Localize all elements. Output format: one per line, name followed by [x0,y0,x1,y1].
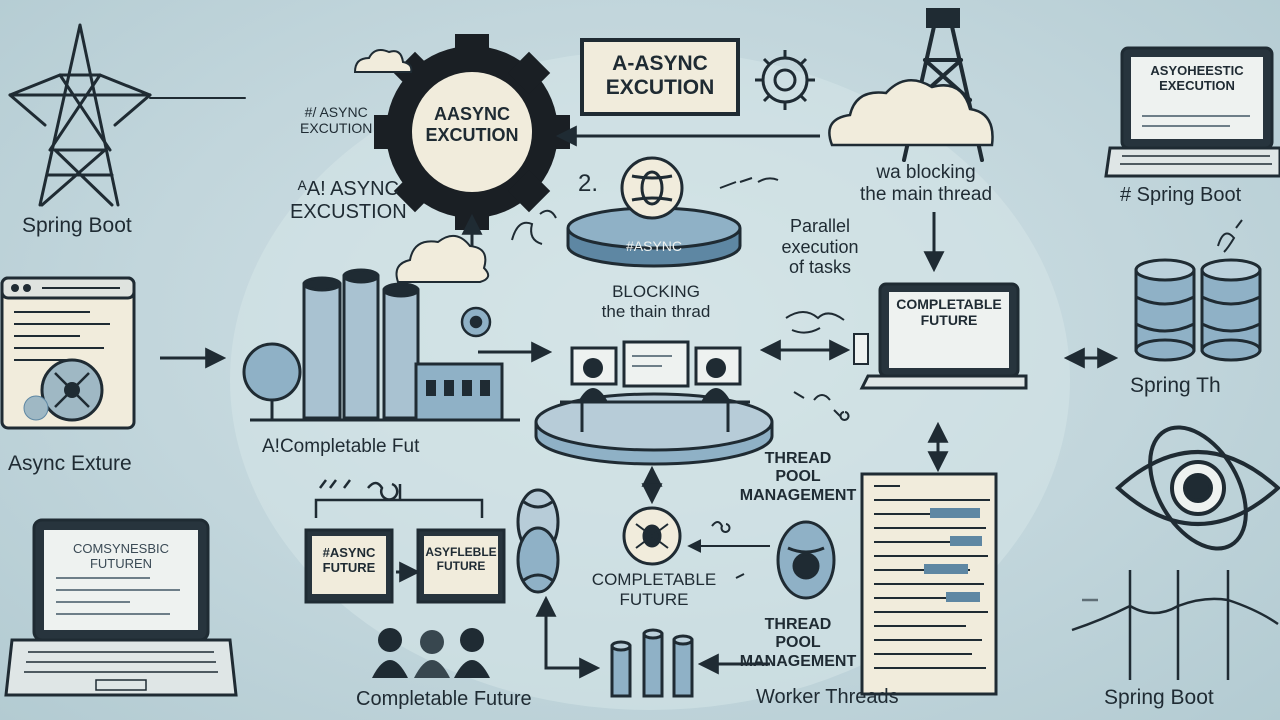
database-icon [1134,258,1262,362]
spring-th-label: Spring Th [1130,374,1221,397]
scribble [793,391,850,421]
central-bug-icon [620,156,684,220]
async-execution-small-label: #/ ASYNC EXCUTION [300,104,373,137]
laptop-icon [1104,46,1280,178]
blocking-main-thread-label: wa blocking the main thread [859,162,993,205]
spring-boot-bottom-right-label: Spring Boot [1104,686,1214,709]
worker-threads-label: Worker Threads [756,686,899,708]
async-excusion-label: ᴬA! ASYNC EXCUSTION [290,178,407,223]
completable-future-icon [622,506,682,566]
completable-fut-label: A!Completable Fut [262,436,420,457]
factory-icon [242,268,520,422]
asyfleble-future-box-label: ASYFLEBLE FUTURE [425,545,497,573]
thread-pool-icon [776,520,836,600]
gear-label: AASYNC EXCUTION [425,104,519,145]
left-laptop-screen-label: COMSYNESBIC FUTUREN [72,541,170,571]
transmission-tower-icon [8,23,246,207]
completable-future-laptop-label: COMPLETABLE FUTURE [896,296,1002,329]
spring-boot-right-label: # Spring Boot [1120,184,1242,206]
cloud-icon [395,235,490,283]
future-tree [314,479,484,518]
small-sparkle [1217,219,1243,253]
async-future-box [304,528,394,604]
waveform-icon [1071,570,1279,680]
step-number: 2. [578,170,599,197]
laptop-icon [4,518,238,697]
cloud-icon [353,49,413,73]
disk-label: #ASYNC [625,238,683,254]
laptop-icon [853,282,1028,390]
scribble [511,209,557,245]
thread-pool-lower-label: THREAD POOL MANAGEMENT [739,616,857,670]
completable-future-bottom-label: Completable Future [356,688,532,710]
top-box [580,38,740,116]
scribble [711,521,745,579]
gear-icon [374,34,570,230]
scribble [785,311,845,334]
async-exture-label: Async Exture [8,452,132,475]
arrow-chain-to-cylinders [544,657,601,679]
thread-pool-upper-label: THREAD POOL MANAGEMENT [739,450,857,504]
worker-threads-icon [610,628,694,698]
people-icon [372,628,490,678]
team-platform [534,340,774,466]
parallel-execution-label: Parallel execution of tasks [781,216,859,278]
top-box-label: A-ASYNC EXCUTION [605,52,715,100]
cloud-icon [828,79,994,147]
spring-boot-label: Spring Boot [22,214,132,237]
right-laptop-screen-label: ASYOHEESTIC EXECUTION [1150,63,1244,93]
left-browser-window [0,276,136,430]
scribble [719,177,779,189]
completable-future-center-label: COMPLETABLE FUTURE [591,570,717,609]
blocking-thain-thread-label: BLOCKING the thain thrad [601,282,711,321]
eye-icon [1115,425,1280,551]
thread-list-panel [860,472,998,696]
small-gear-icon [755,50,815,110]
chain-icon [516,488,560,594]
small-gear-icon [460,306,492,338]
asyfleble-future-box [416,528,506,604]
async-future-box-label: #ASYNC FUTURE [322,545,376,575]
